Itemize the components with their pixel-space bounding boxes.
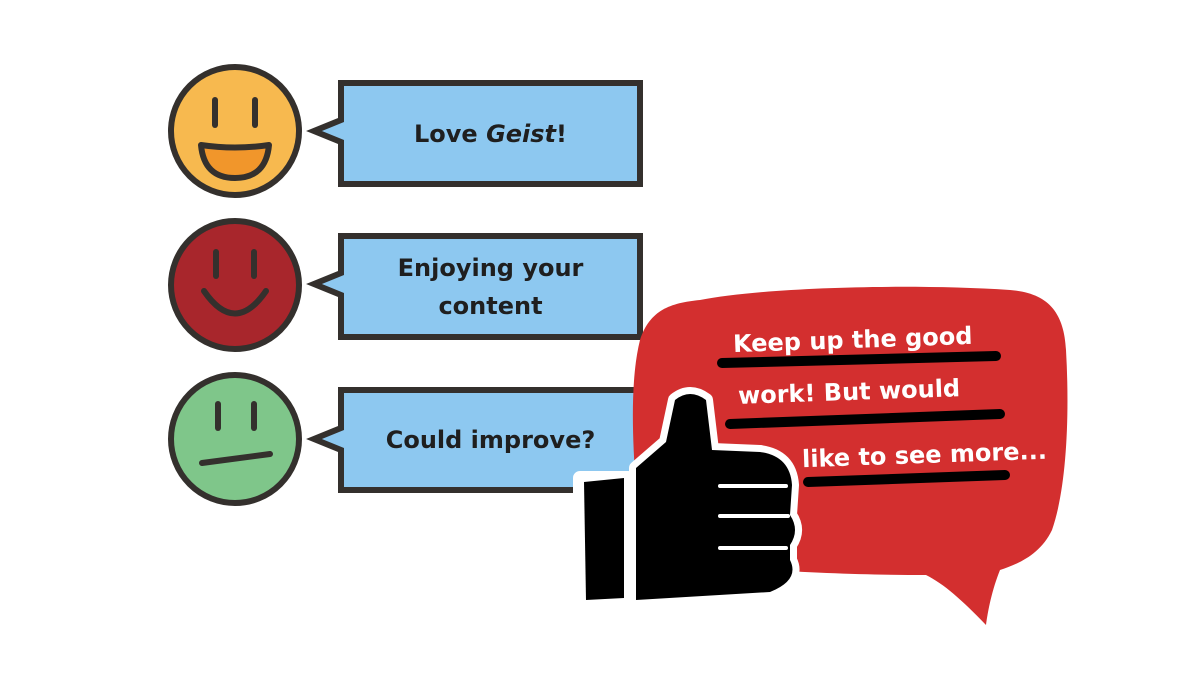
love-label-emphasis: Geist xyxy=(486,119,557,148)
happy-face-icon xyxy=(168,64,302,198)
could-improve-label: Could improve? xyxy=(344,393,637,487)
thumbs-up-icon xyxy=(573,387,802,607)
smiling-face-icon xyxy=(168,218,302,352)
could-improve-text: Could improve? xyxy=(385,426,596,454)
speech-bubble-enjoying xyxy=(306,233,643,340)
speech-bubble-love xyxy=(306,80,643,187)
love-geist-label: Love Geist! xyxy=(344,86,637,181)
text-underlines xyxy=(717,351,1010,487)
love-label-prefix: Love xyxy=(414,119,487,148)
enjoying-content-text: Enjoying your content xyxy=(397,253,584,320)
neutral-face-icon xyxy=(168,372,302,506)
love-label-suffix: ! xyxy=(556,119,567,148)
enjoying-content-label: Enjoying your content xyxy=(344,239,637,334)
